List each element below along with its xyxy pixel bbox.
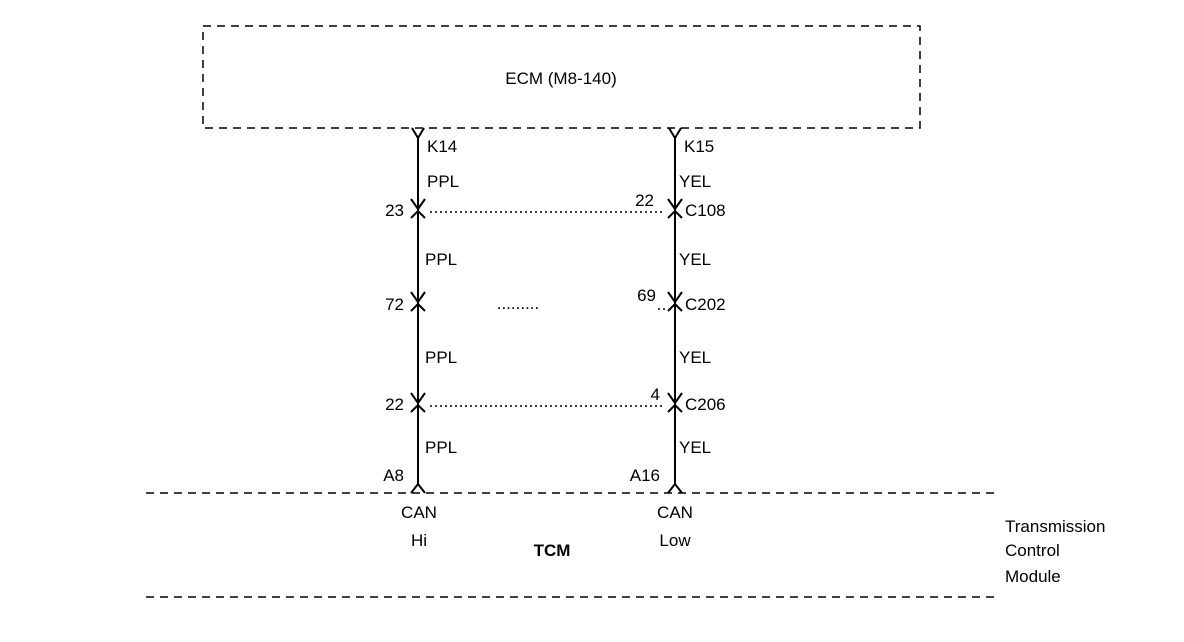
tcm-can-low-line2: Low	[659, 531, 691, 550]
wire-right-color-1: YEL	[679, 172, 711, 191]
connector-c202	[410, 291, 683, 312]
c202-name: C202	[685, 295, 726, 314]
ecm-label: ECM (M8-140)	[505, 69, 616, 88]
tcm-can-hi-line2: Hi	[411, 531, 427, 550]
ecm-pin-k15-marker	[668, 127, 682, 140]
c202-right-pin: 69	[637, 286, 656, 305]
tcm-desc-line3: Module	[1005, 567, 1061, 586]
ecm-pin-k14-marker	[411, 127, 425, 140]
connector-c108	[410, 198, 683, 219]
c108-right-pin: 22	[635, 191, 654, 210]
tcm-can-low-line1: CAN	[657, 503, 693, 522]
c108-name: C108	[685, 201, 726, 220]
wire-right-color-3: YEL	[679, 348, 711, 367]
wire-left-color-3: PPL	[425, 348, 457, 367]
tcm-pin-a16: A16	[630, 466, 660, 485]
c202-middle-dots: .........	[497, 294, 540, 313]
connector-c206	[410, 392, 683, 413]
c206-name: C206	[685, 395, 726, 414]
tcm-can-hi-line1: CAN	[401, 503, 437, 522]
c206-left-pin: 22	[385, 395, 404, 414]
wire-left-color-4: PPL	[425, 438, 457, 457]
wire-right-color-4: YEL	[679, 438, 711, 457]
c108-left-pin: 23	[385, 201, 404, 220]
wire-right-color-2: YEL	[679, 250, 711, 269]
tcm-pin-a16-marker	[667, 482, 683, 494]
tcm-pin-a8-marker	[410, 482, 426, 494]
wire-left-color-1: PPL	[427, 172, 459, 191]
ecm-pin-k14: K14	[427, 137, 457, 156]
tcm-label: TCM	[534, 541, 571, 560]
tcm-pin-a8: A8	[383, 466, 404, 485]
tcm-desc-line2: Control	[1005, 541, 1060, 560]
c206-right-pin: 4	[651, 385, 660, 404]
tcm-desc-line1: Transmission	[1005, 517, 1105, 536]
ecm-pin-k15: K15	[684, 137, 714, 156]
ecm-box	[202, 25, 921, 129]
wire-left-color-2: PPL	[425, 250, 457, 269]
c202-left-pin: 72	[385, 295, 404, 314]
